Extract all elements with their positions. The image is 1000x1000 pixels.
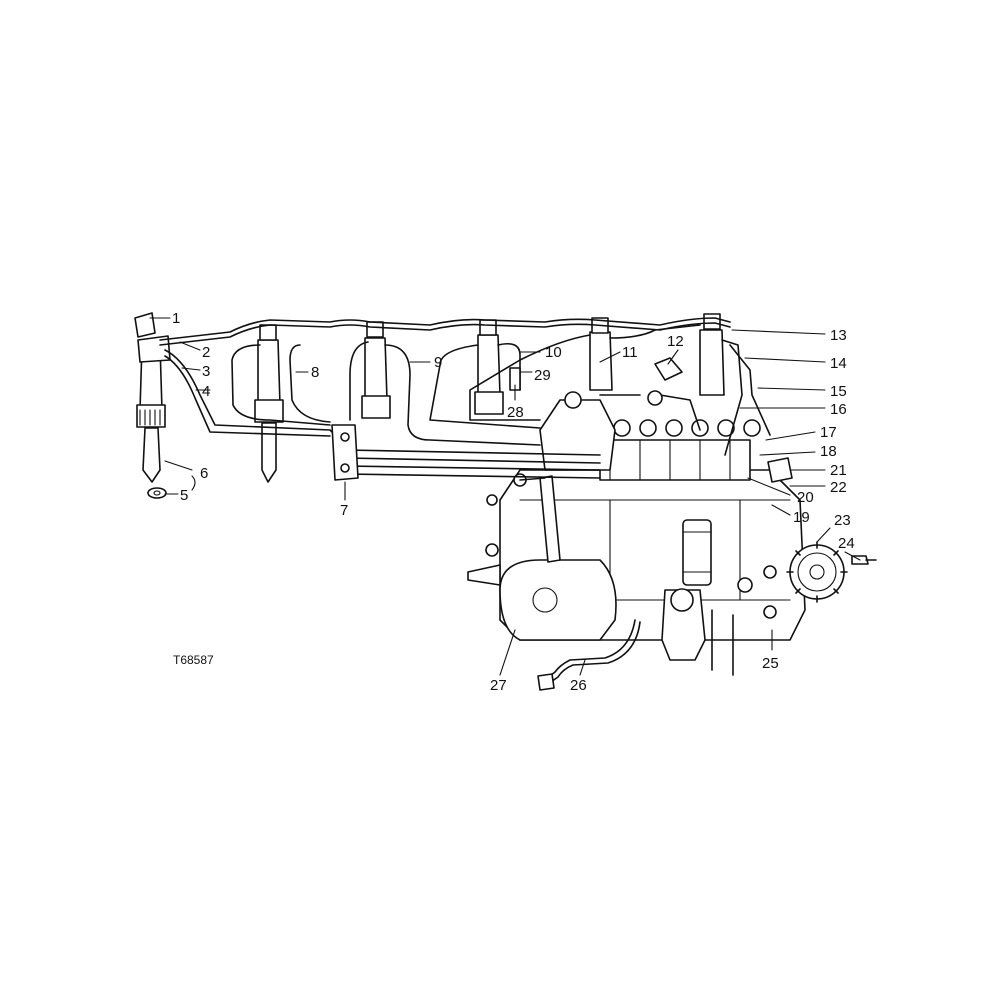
callout-27: 27 [490,677,507,694]
injector-5 [589,317,613,391]
callout-12: 12 [667,333,684,350]
callout-16: 16 [830,401,847,418]
callout-19: 19 [793,509,810,526]
injection-pump [467,391,806,676]
injector-3 [361,321,391,419]
callout-14: 14 [830,355,847,372]
callout-5: 5 [180,487,188,504]
callout-29: 29 [534,367,551,384]
callout-23: 23 [834,512,851,529]
figure-code: T68587 [173,653,214,667]
callout-11: 11 [622,344,638,361]
callout-26: 26 [570,677,587,694]
leak-off-line [159,317,731,341]
callout-7: 7 [340,502,348,519]
callout-labels: 1 2 3 4 5 6 7 8 9 10 11 12 13 14 15 16 1… [172,310,855,694]
callout-4: 4 [202,383,210,400]
callout-28: 28 [507,404,524,421]
injector-4 [474,319,504,415]
callout-25: 25 [762,655,779,672]
injector-1 [134,312,171,483]
callout-13: 13 [830,327,847,344]
callout-9: 9 [434,354,442,371]
return-line [544,619,636,681]
callout-17: 17 [820,424,837,441]
washer [147,487,167,499]
callout-15: 15 [830,383,847,400]
callout-8: 8 [311,364,319,381]
injector-6 [699,313,725,396]
injector-2 [254,324,284,483]
callout-2: 2 [202,344,210,361]
callout-18: 18 [820,443,837,460]
callout-24: 24 [838,535,855,552]
drive-gear [786,541,848,603]
callout-21: 21 [830,462,847,479]
callout-20: 20 [797,489,814,506]
pressure-lines [164,324,771,479]
callout-1: 1 [172,310,180,327]
callout-3: 3 [202,363,210,380]
callout-22: 22 [830,479,847,496]
line-clamp [331,424,359,481]
callout-6: 6 [200,465,208,482]
callout-10: 10 [545,344,562,361]
leader-lines [149,317,861,676]
